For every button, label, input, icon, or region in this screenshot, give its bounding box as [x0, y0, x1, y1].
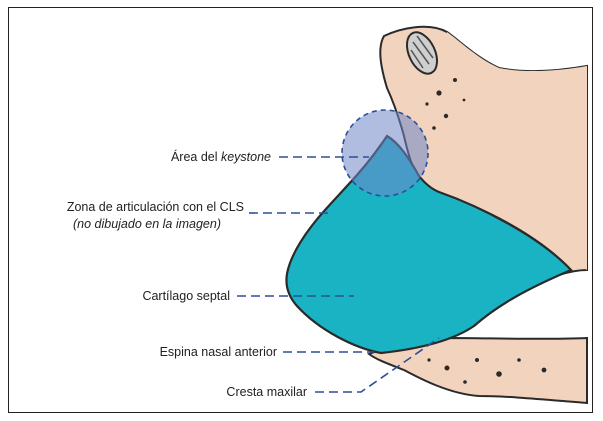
nasal-septum-diagram: Área del keystone Zona de articulación c… [9, 8, 593, 413]
figure-frame: Área del keystone Zona de articulación c… [8, 7, 593, 413]
anterior-nasal-spine-label: Espina nasal anterior [160, 345, 277, 359]
maxillary-crest-label: Cresta maxilar [226, 385, 307, 399]
keystone-label: Área del keystone [171, 149, 271, 164]
keystone-area-circle [342, 110, 428, 196]
articulation-note-label: (no dibujado en la imagen) [73, 217, 221, 231]
articulation-label: Zona de articulación con el CLS [67, 200, 244, 214]
septal-cartilage-label: Cartílago septal [142, 289, 230, 303]
